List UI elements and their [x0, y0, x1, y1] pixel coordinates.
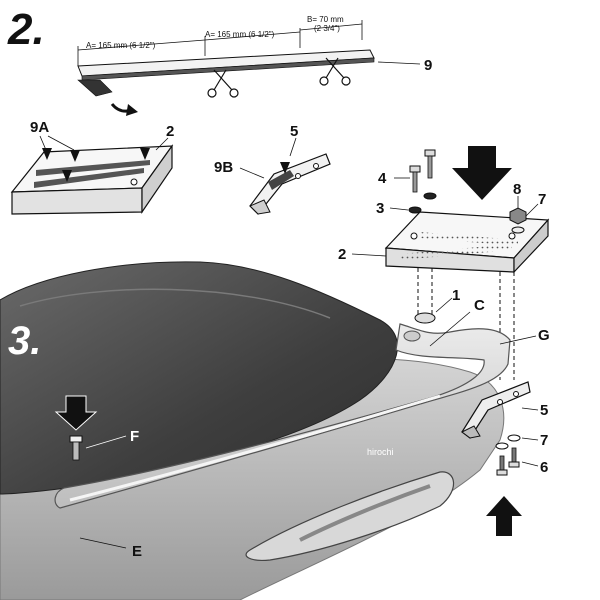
label-bracket-part: 9B — [214, 159, 233, 176]
dimension-b-inch-label: (2 3/4") — [314, 24, 340, 33]
rack-hole — [403, 330, 421, 342]
washer-7-lower-b — [495, 442, 509, 450]
scissors-icon — [319, 57, 351, 86]
peel-arrowhead-icon — [126, 104, 138, 116]
strip-leader — [377, 61, 421, 65]
spacer-1 — [414, 312, 436, 324]
scissors-icon — [207, 69, 239, 98]
up-arrow-icon — [486, 496, 522, 536]
watermark: hirochi — [367, 447, 394, 457]
mounting-plate — [384, 211, 550, 274]
label-g: G — [538, 327, 550, 344]
leader — [435, 297, 453, 313]
leader — [389, 207, 409, 211]
leader — [521, 437, 539, 441]
leader — [525, 203, 539, 217]
plug-f — [69, 435, 83, 461]
label-plate-2: 2 — [338, 246, 346, 263]
label-screw: 4 — [378, 170, 387, 187]
label-spacer: 1 — [452, 287, 460, 304]
bracket-part — [249, 153, 331, 215]
tail-light-detail — [299, 484, 431, 542]
label-plate: 2 — [166, 123, 174, 140]
assembly-guide-lines — [417, 268, 515, 380]
screw-4b — [424, 149, 436, 179]
step-3-number: 3. — [8, 319, 41, 363]
label-washer: 3 — [376, 200, 384, 217]
label-f: F — [130, 428, 139, 445]
step-2-number: 2. — [7, 5, 45, 54]
leader — [351, 253, 387, 257]
leader — [429, 311, 471, 347]
down-arrow-f-icon — [54, 395, 98, 431]
dimension-a1-label: A= 165 mm (6 1/2") — [86, 41, 156, 50]
washer-7-lower — [507, 434, 521, 442]
base-plate — [10, 144, 174, 215]
leader — [155, 137, 169, 151]
label-nut: 8 — [513, 181, 521, 198]
label-c: C — [474, 297, 485, 314]
leader — [239, 167, 265, 179]
screw-6b — [496, 455, 508, 476]
nut-8 — [509, 207, 527, 225]
leader — [39, 135, 47, 151]
leader — [47, 135, 75, 151]
label-bracket-5: 5 — [540, 402, 548, 419]
leader — [79, 537, 127, 549]
arrow-icon — [280, 162, 290, 174]
seat-seam — [19, 288, 331, 319]
leader — [289, 137, 297, 157]
washer-3b — [423, 192, 437, 200]
down-arrow-icon — [452, 146, 512, 200]
rear-rack — [54, 323, 511, 509]
bracket-5 — [461, 381, 531, 439]
dimension-b-label: B= 70 mm — [307, 15, 344, 24]
rack-highlight — [69, 394, 441, 502]
adhesive-strip — [77, 49, 375, 97]
label-e: E — [132, 543, 142, 560]
label-bracket: 5 — [290, 123, 298, 140]
label-strip-part: 9A — [30, 119, 49, 136]
washer-3 — [408, 206, 422, 214]
leader — [521, 407, 539, 411]
screw-6 — [508, 447, 520, 468]
leader — [521, 461, 539, 467]
screw-4 — [409, 165, 421, 193]
dimension-lines — [77, 20, 363, 66]
leader — [85, 435, 127, 449]
arrow-icon — [42, 148, 150, 182]
leader — [499, 335, 537, 345]
label-washer-7: 7 — [540, 432, 548, 449]
label-screw-6: 6 — [540, 459, 548, 476]
label-strip: 9 — [424, 57, 432, 74]
washer-7 — [511, 226, 525, 234]
dimension-a2-label: A= 165 mm (6 1/2") — [205, 30, 275, 39]
label-washer-small: 7 — [538, 191, 546, 208]
